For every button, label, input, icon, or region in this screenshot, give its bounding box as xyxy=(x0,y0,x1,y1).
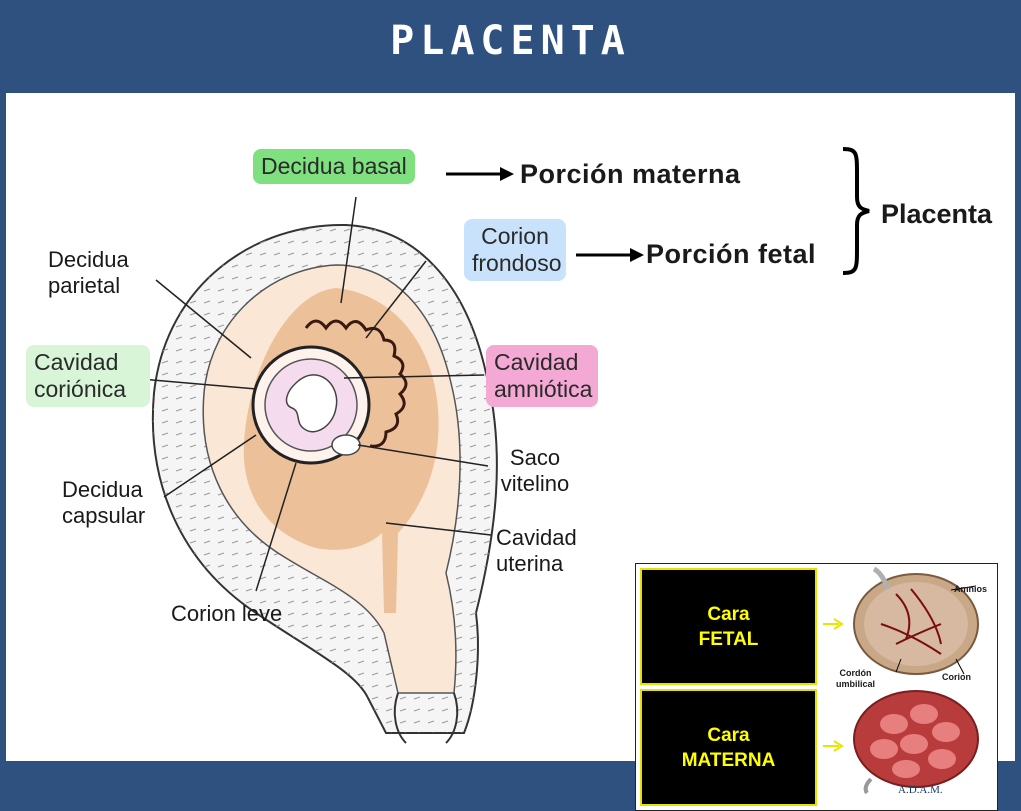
placenta-illustrations xyxy=(853,566,979,795)
label-cavidad-amniotica: Cavidad amniótica xyxy=(486,345,598,407)
placenta-faces-inset: Cara FETAL Cara MATERNA xyxy=(635,563,998,811)
arrow-materna xyxy=(446,167,514,181)
label-decidua-parietal: Decidua parietal xyxy=(48,247,129,298)
label-corion-leve: Corion leve xyxy=(171,601,283,626)
cara-materna-box: Cara MATERNA xyxy=(640,689,817,806)
cara-fetal-box: Cara FETAL xyxy=(640,568,817,685)
label-decidua-capsular: Decidua capsular xyxy=(62,477,146,528)
label-cavidad-uterina: Cavidad uterina xyxy=(496,525,577,576)
porcion-materna: Porción materna xyxy=(520,159,741,189)
curly-brace-icon xyxy=(842,147,870,275)
cordon-umbilical-label: Cordón umbilical xyxy=(836,668,876,689)
arrow-materna-yellow-icon xyxy=(823,740,844,752)
adam-brand-logo: A.D.A.M. xyxy=(898,784,943,796)
label-saco-vitelino: Saco vitelino xyxy=(500,445,570,496)
porcion-fetal: Porción fetal xyxy=(646,239,817,269)
amnios-label: Amnios xyxy=(954,584,988,594)
corion-label: Corion xyxy=(942,672,971,682)
arrow-fetal-yellow-icon xyxy=(823,618,844,630)
content-panel: Decidua basal Corion frondoso Cavidad co… xyxy=(6,93,1015,811)
label-decidua-basal: Decidua basal xyxy=(253,149,415,184)
arrow-fetal xyxy=(576,248,644,262)
slide-title: PLACENTA xyxy=(390,18,631,64)
slide-frame: PLACENTA xyxy=(6,18,1015,811)
uterus-diagram xyxy=(140,196,498,744)
label-corion-frondoso: Corion frondoso xyxy=(464,219,566,281)
placenta-label: Placenta xyxy=(881,199,993,229)
label-cavidad-corionica: Cavidad coriónica xyxy=(26,345,150,407)
